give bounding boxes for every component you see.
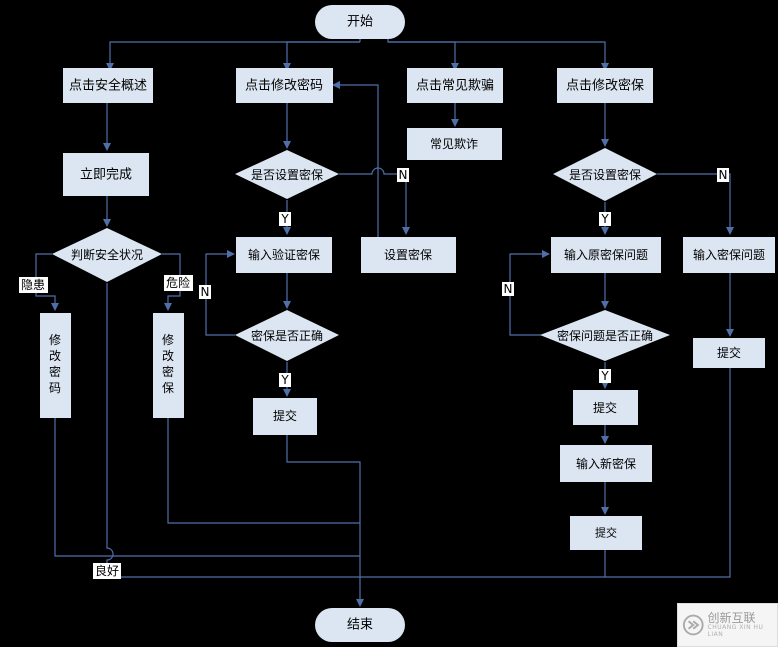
connector-line bbox=[162, 253, 181, 311]
connector-line bbox=[605, 368, 731, 578]
brand-logo-icon bbox=[682, 614, 704, 636]
submit-far-box: 提交 bbox=[693, 338, 765, 368]
question-correct-label: 密保问题是否正确 bbox=[557, 328, 653, 343]
is-set-security-label-mid: 是否设置密保 bbox=[251, 167, 323, 182]
branch-label-y4: Y bbox=[599, 369, 611, 383]
modify-security-char: 改 bbox=[162, 349, 174, 363]
common-fraud-label: 常见欺诈 bbox=[430, 137, 478, 151]
connector-line bbox=[106, 283, 360, 578]
change-password-label: 点击修改密码 bbox=[245, 78, 323, 94]
security-overview-label: 点击安全概述 bbox=[69, 78, 147, 94]
is-set-security-decision-mid: 是否设置密保 bbox=[235, 150, 339, 199]
branch-label-good: 良好 bbox=[93, 563, 121, 579]
submit-right-box-1: 提交 bbox=[573, 390, 638, 425]
danger-text: 危险 bbox=[166, 275, 190, 290]
connector-line bbox=[387, 38, 459, 71]
y4-text: Y bbox=[600, 369, 609, 383]
input-original-question-label: 输入原密保问题 bbox=[564, 247, 648, 262]
y3-text: Y bbox=[600, 212, 609, 226]
branch-label-n1: N bbox=[397, 168, 409, 182]
set-security-box: 设置密保 bbox=[361, 237, 456, 273]
is-set-security-label-right: 是否设置密保 bbox=[569, 167, 641, 182]
y1-text: Y bbox=[280, 212, 289, 226]
question-correct-decision: 密保问题是否正确 bbox=[540, 310, 670, 361]
modify-password-char: 码 bbox=[49, 381, 61, 395]
input-verify-label: 输入验证密保 bbox=[248, 247, 320, 262]
connector-line bbox=[657, 173, 734, 235]
is-set-security-decision-right: 是否设置密保 bbox=[553, 148, 657, 201]
input-question-box: 输入密保问题 bbox=[683, 237, 775, 273]
connector-line bbox=[167, 418, 360, 524]
hidden-danger-text: 隐患 bbox=[21, 278, 45, 292]
submit-right-label-2: 提交 bbox=[595, 526, 617, 540]
end-label: 结束 bbox=[347, 618, 373, 633]
finish-now-label: 立即完成 bbox=[80, 168, 132, 183]
start-terminal: 开始 bbox=[315, 5, 405, 39]
modify-security-char: 修 bbox=[162, 332, 174, 347]
connector-line bbox=[54, 418, 360, 557]
submit-far-label: 提交 bbox=[717, 345, 741, 360]
branch-label-n3: N bbox=[717, 168, 729, 182]
submit-mid-label: 提交 bbox=[273, 408, 297, 423]
set-security-label: 设置密保 bbox=[384, 247, 432, 262]
finish-now-box: 立即完成 bbox=[63, 153, 149, 196]
connector-line bbox=[35, 253, 59, 311]
modify-password-char: 修 bbox=[49, 332, 61, 347]
connector-line bbox=[106, 41, 360, 71]
common-scams-box: 点击常见欺骗 bbox=[407, 68, 503, 103]
security-correct-label: 密保是否正确 bbox=[251, 328, 323, 343]
change-security-label: 点击修改密保 bbox=[566, 78, 644, 94]
branch-label-hidden-danger: 隐患 bbox=[19, 277, 48, 293]
input-new-security-box: 输入新密保 bbox=[560, 445, 652, 482]
input-verify-box: 输入验证密保 bbox=[236, 237, 332, 273]
start-label: 开始 bbox=[347, 15, 373, 30]
n4-text: N bbox=[504, 282, 513, 296]
change-password-box: 点击修改密码 bbox=[236, 68, 333, 103]
good-text: 良好 bbox=[95, 563, 119, 578]
connector-line bbox=[360, 550, 606, 578]
modify-security-box: 修 改 密 保 bbox=[153, 313, 184, 418]
common-fraud-box: 常见欺诈 bbox=[407, 128, 502, 160]
modify-password-char: 改 bbox=[49, 349, 61, 363]
branch-label-y1: Y bbox=[279, 212, 291, 226]
input-new-security-label: 输入新密保 bbox=[576, 456, 636, 471]
modify-security-char: 保 bbox=[162, 381, 174, 395]
watermark-subtext: CHUANG XIN HU LIAN bbox=[707, 624, 764, 638]
branch-label-n4: N bbox=[502, 282, 514, 296]
modify-security-char: 密 bbox=[162, 364, 174, 379]
judge-status-decision: 判断安全状况 bbox=[52, 228, 162, 282]
end-terminal: 结束 bbox=[315, 608, 405, 642]
submit-right-label-1: 提交 bbox=[593, 400, 617, 415]
y2-text: Y bbox=[280, 373, 289, 387]
branch-label-n2: N bbox=[199, 285, 211, 299]
n2-text: N bbox=[201, 285, 210, 299]
n1-text: N bbox=[399, 168, 408, 182]
connector-line bbox=[332, 81, 379, 238]
branch-label-y2: Y bbox=[279, 373, 291, 387]
change-security-box: 点击修改密保 bbox=[557, 68, 653, 103]
input-original-question-box: 输入原密保问题 bbox=[551, 237, 661, 273]
branch-label-y3: Y bbox=[599, 212, 611, 226]
n3-text: N bbox=[719, 168, 728, 182]
connector-line bbox=[339, 167, 410, 235]
modify-password-box: 修 改 密 码 bbox=[40, 313, 71, 418]
connector-line bbox=[388, 41, 609, 71]
security-correct-decision: 密保是否正确 bbox=[235, 310, 339, 361]
submit-right-box-2: 提交 bbox=[570, 516, 642, 550]
input-question-label: 输入密保问题 bbox=[693, 247, 765, 262]
connector-line bbox=[509, 250, 550, 336]
branch-label-danger: 危险 bbox=[164, 275, 193, 291]
submit-mid-box: 提交 bbox=[253, 398, 317, 435]
watermark-text: 创新互联 bbox=[707, 611, 756, 625]
common-scams-label: 点击常见欺骗 bbox=[416, 79, 494, 94]
security-overview-box: 点击安全概述 bbox=[63, 68, 153, 103]
judge-status-label: 判断安全状况 bbox=[71, 247, 143, 262]
connector-line bbox=[283, 41, 360, 71]
watermark: 创新互联 CHUANG XIN HU LIAN bbox=[677, 603, 778, 647]
connector-line bbox=[286, 435, 361, 598]
modify-password-char: 密 bbox=[49, 364, 61, 379]
